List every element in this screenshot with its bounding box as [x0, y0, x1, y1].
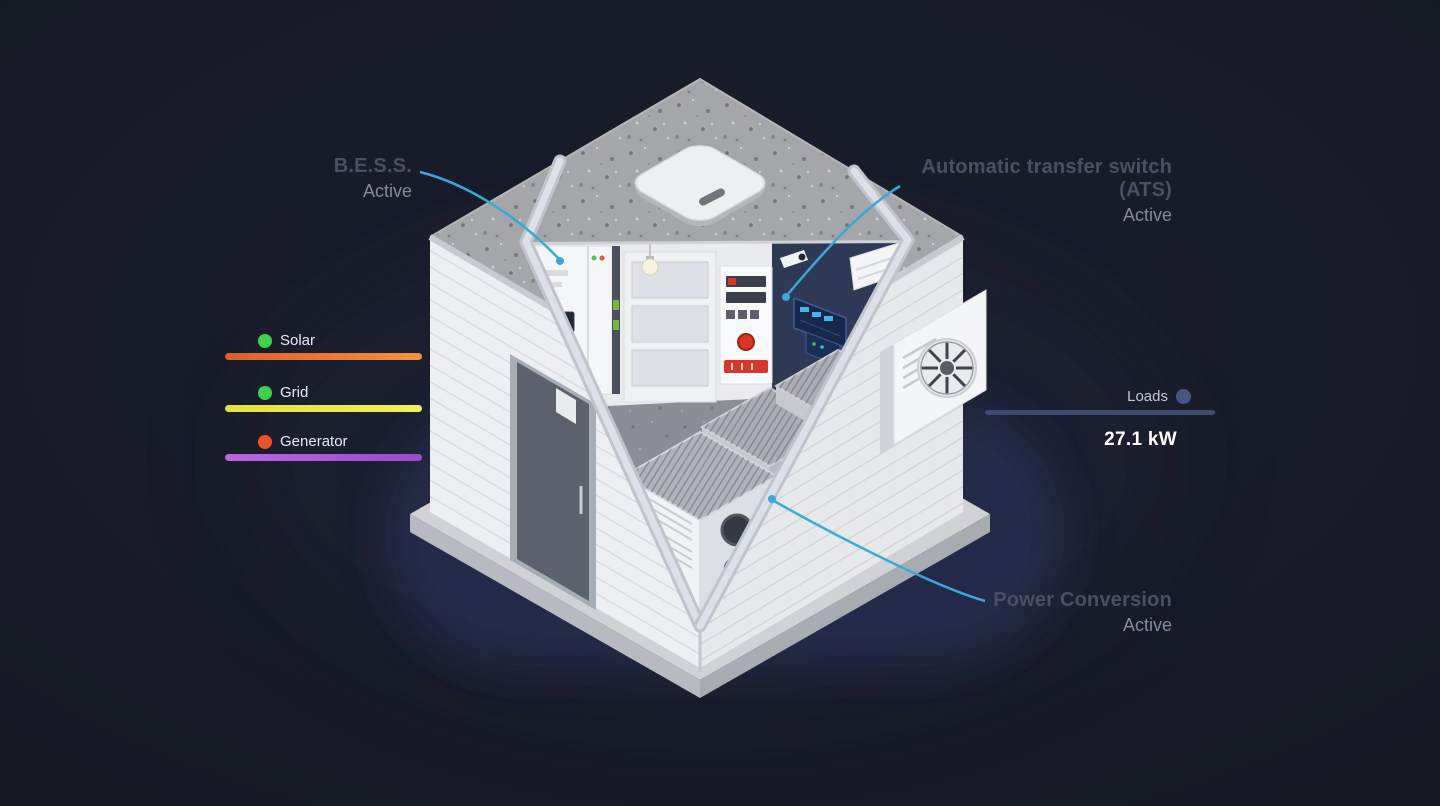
bess-leader-dot — [556, 257, 564, 265]
grid-flow-line — [225, 405, 422, 412]
grid-label: Grid — [280, 384, 309, 401]
legend-item-grid: Grid — [225, 384, 422, 412]
ats-title-line2: (ATS) — [1119, 179, 1172, 201]
generator-flow-line — [225, 454, 422, 461]
ats-status: Active — [1122, 205, 1172, 225]
exterior-fan-unit — [880, 289, 987, 454]
loads-label: Loads — [1127, 387, 1168, 405]
power-conversion-leader-line — [773, 499, 986, 603]
callout-ats[interactable]: Automatic transfer switch (ATS) Active — [872, 156, 1172, 226]
loads-status-dot — [1176, 388, 1191, 404]
roof-vent — [634, 145, 766, 227]
solar-flow-line — [225, 353, 422, 360]
ats-panel-box — [719, 265, 773, 385]
solar-status-dot — [258, 333, 272, 348]
storage-shelves — [623, 251, 717, 403]
entry-door — [510, 354, 596, 610]
callout-power-conversion[interactable]: Power Conversion Active — [872, 589, 1172, 636]
power-conversion-title: Power Conversion — [993, 589, 1172, 611]
legend-item-solar: Solar — [225, 332, 422, 360]
legend-item-generator: Generator — [225, 433, 422, 461]
ats-title-line1: Automatic transfer switch — [921, 156, 1172, 178]
loads-readout: Loads 27.1 kW — [985, 388, 1215, 451]
loads-flow-line — [985, 410, 1215, 415]
ats-leader-dot — [782, 293, 790, 301]
generator-status-dot — [258, 434, 272, 449]
solar-label: Solar — [280, 332, 316, 349]
ats-leader-line — [787, 184, 901, 295]
power-conversion-leader-dot — [768, 495, 776, 503]
generator-label: Generator — [280, 433, 348, 450]
bess-title: B.E.S.S. — [333, 155, 412, 177]
security-camera — [780, 250, 808, 268]
callout-bess[interactable]: B.E.S.S. Active — [160, 155, 412, 202]
grid-status-dot — [258, 385, 272, 400]
bess-leader-line — [419, 170, 559, 259]
ceiling-cut-edge — [526, 240, 908, 245]
bess-status: Active — [362, 181, 412, 201]
power-conversion-status: Active — [1122, 615, 1172, 635]
loads-value: 27.1 kW — [1104, 429, 1177, 450]
